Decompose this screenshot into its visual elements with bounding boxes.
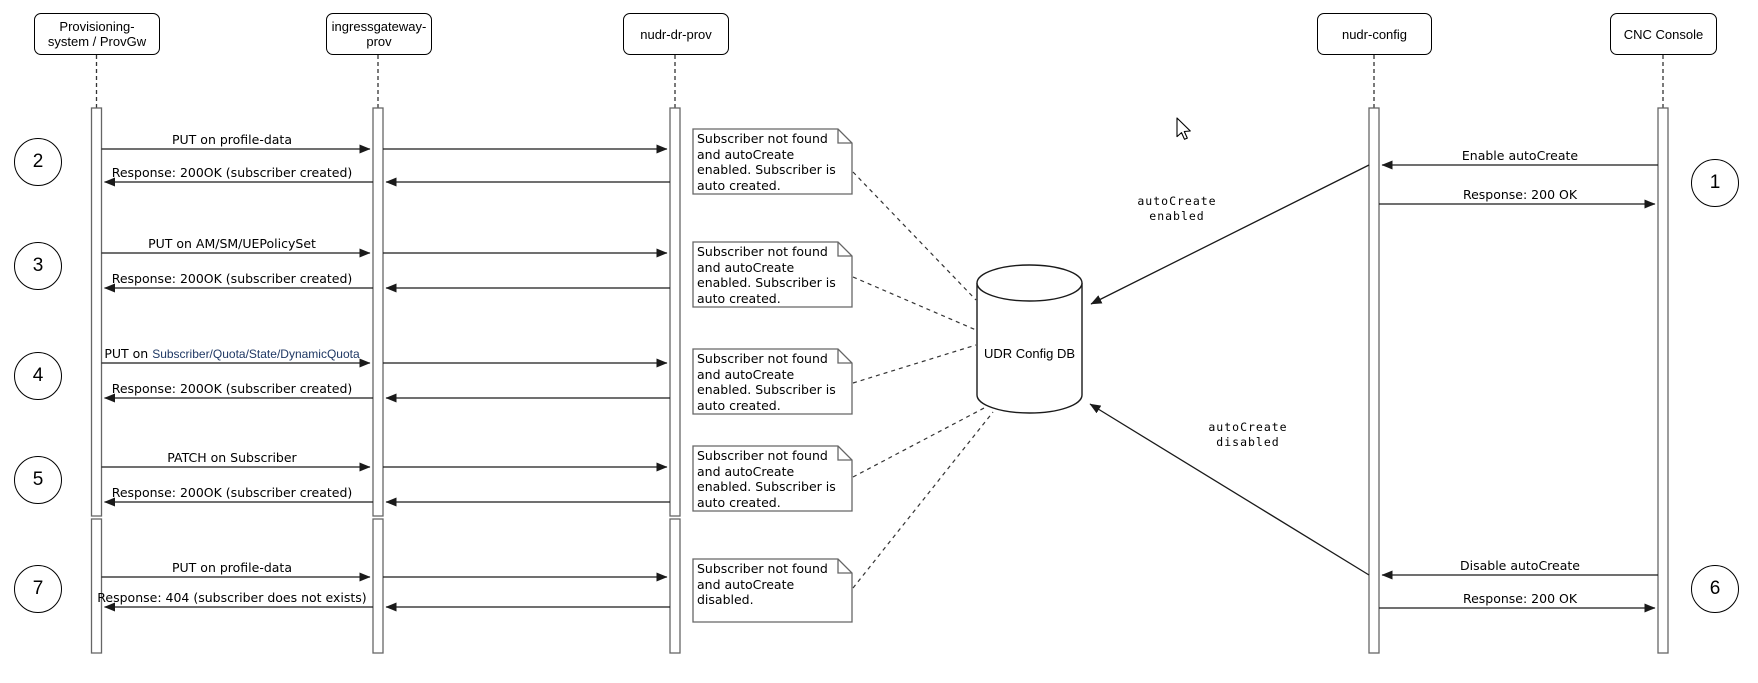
note-row2-text: Subscriber not found and autoCreate enab…: [697, 131, 836, 193]
message-row2-request: PUT on profile-data: [172, 132, 292, 147]
note-db-connector-2: [852, 276, 977, 331]
note-db-connector-3: [852, 344, 977, 384]
message-row5-request: PATCH on Subscriber: [167, 450, 297, 465]
note-fold-4: [837, 446, 852, 461]
message-row5-response: Response: 200OK (subscriber created): [111, 485, 353, 500]
note-row5-text: Subscriber not found and autoCreate enab…: [697, 448, 836, 510]
message-row4-response: Response: 200OK (subscriber created): [111, 381, 353, 396]
udr-config-db-label: UDR Config DB: [983, 346, 1076, 361]
message-row6-response: Response: 200 OK: [1462, 591, 1578, 606]
activation-bar-ingressgateway-prov-2: [372, 518, 384, 654]
message-row3-request: PUT on AM/SM/UEPolicySet: [148, 236, 316, 251]
activation-bar-ingressgateway-prov-1: [372, 107, 384, 517]
actor-ingressgateway-prov: ingressgateway- prov: [326, 13, 432, 55]
message-row2-response: Response: 200OK (subscriber created): [111, 165, 353, 180]
mouse-cursor-icon: [1176, 117, 1191, 140]
step-circle-3: 3: [14, 242, 62, 290]
activation-bar-provisioning-system-1: [90, 107, 103, 517]
note-shape-3: [692, 348, 853, 415]
activation-bar-cnc-console: [1657, 107, 1669, 654]
database-cylinder-body: [976, 283, 1083, 414]
note-shape-2: [692, 241, 853, 308]
message-row6-request: Disable autoCreate: [1459, 558, 1580, 573]
note-row3-text: Subscriber not found and autoCreate enab…: [697, 244, 836, 306]
step-circle-2: 2: [14, 138, 62, 186]
note-db-connector-4: [852, 406, 987, 478]
message-row7-request: PUT on profile-data: [172, 560, 292, 575]
actor-cnc-console: CNC Console: [1610, 13, 1717, 55]
activation-bar-provisioning-system-2: [90, 518, 103, 654]
activation-bar-nudr-dr-prov-1: [669, 107, 681, 517]
step-circle-1: 1: [1691, 159, 1739, 207]
note-row4-text: Subscriber not found and autoCreate enab…: [697, 351, 836, 413]
note-fold-5: [837, 559, 852, 574]
activation-bar-nudr-config: [1368, 107, 1380, 654]
step-circle-6: 6: [1691, 565, 1739, 613]
message-row4-request-path: Subscriber/Quota/State/DynamicQuota: [152, 347, 360, 361]
step-circle-7: 7: [14, 565, 62, 613]
actor-provisioning-system: Provisioning- system / ProvGw: [34, 13, 160, 55]
note-db-connector-5: [852, 411, 994, 589]
message-row7-response: Response: 404 (subscriber does not exist…: [97, 590, 367, 605]
message-row3-response: Response: 200OK (subscriber created): [111, 271, 353, 286]
activation-bar-nudr-dr-prov-2: [669, 518, 681, 654]
message-row4-request: PUT on Subscriber/Quota/State/DynamicQuo…: [71, 346, 393, 362]
message-row1-response: Response: 200 OK: [1462, 187, 1578, 202]
actor-nudr-dr-prov: nudr-dr-prov: [623, 13, 729, 55]
note-row7-text: Subscriber not found and autoCreate disa…: [697, 561, 828, 607]
step-circle-4: 4: [14, 352, 62, 400]
note-fold-3: [837, 349, 852, 364]
autocreate-enabled-annotation: autoCreate enabled: [1137, 194, 1217, 223]
database-cylinder-top: [976, 264, 1083, 302]
message-row1-request: Enable autoCreate: [1461, 148, 1579, 163]
step-circle-5: 5: [14, 456, 62, 504]
note-db-connector-1: [852, 171, 977, 301]
arrow-autocreate-enabled-to-db: [1090, 164, 1370, 305]
arrow-autocreate-disabled-to-db: [1089, 403, 1370, 576]
note-shape-4: [692, 445, 853, 512]
note-fold-1: [837, 129, 852, 144]
autocreate-disabled-annotation: autoCreate disabled: [1208, 420, 1288, 449]
note-shape-1: [692, 128, 853, 195]
actor-nudr-config: nudr-config: [1317, 13, 1432, 55]
note-fold-2: [837, 242, 852, 257]
message-row4-request-prefix: PUT on: [104, 346, 153, 361]
note-shape-5: [692, 558, 853, 623]
